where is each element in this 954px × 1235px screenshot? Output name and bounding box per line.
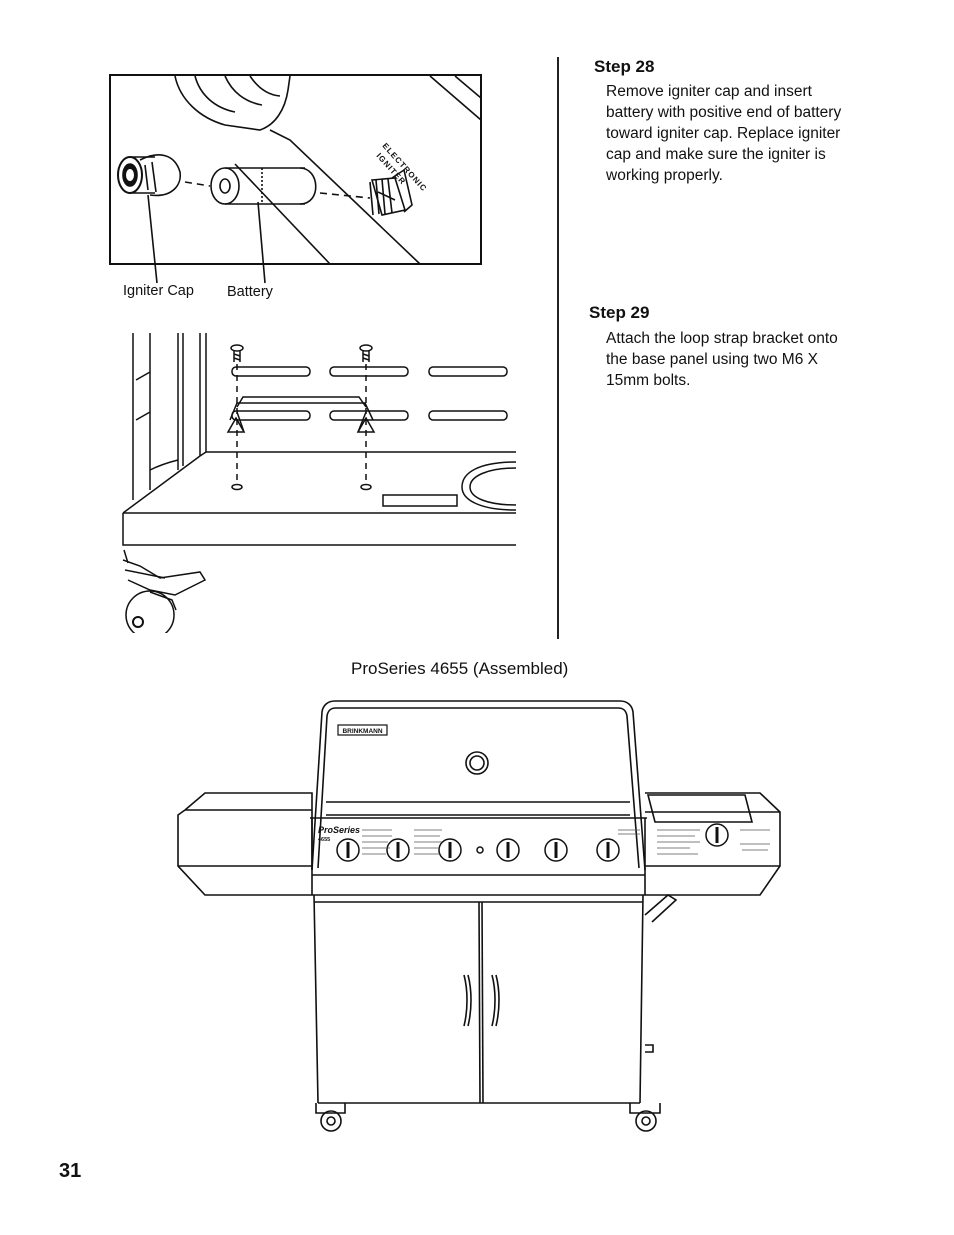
- model-series-text: ProSeries: [318, 825, 360, 835]
- step-29-title: Step 29: [589, 303, 650, 322]
- assembled-caption: ProSeries 4655 (Assembled): [351, 659, 569, 678]
- step-28-body: Remove igniter cap and insert battery wi…: [606, 83, 842, 184]
- battery-label: Battery: [227, 284, 273, 300]
- column-divider: [557, 57, 559, 639]
- step-29-body: Attach the loop strap bracket onto the b…: [606, 330, 838, 389]
- step-28-title: Step 28: [594, 57, 655, 76]
- page-number: 31: [59, 1160, 82, 1182]
- model-number-text: 4655: [318, 837, 330, 843]
- igniter-cap-label: Igniter Cap: [123, 283, 194, 299]
- hood-brand-text: BRINKMANN: [342, 728, 382, 735]
